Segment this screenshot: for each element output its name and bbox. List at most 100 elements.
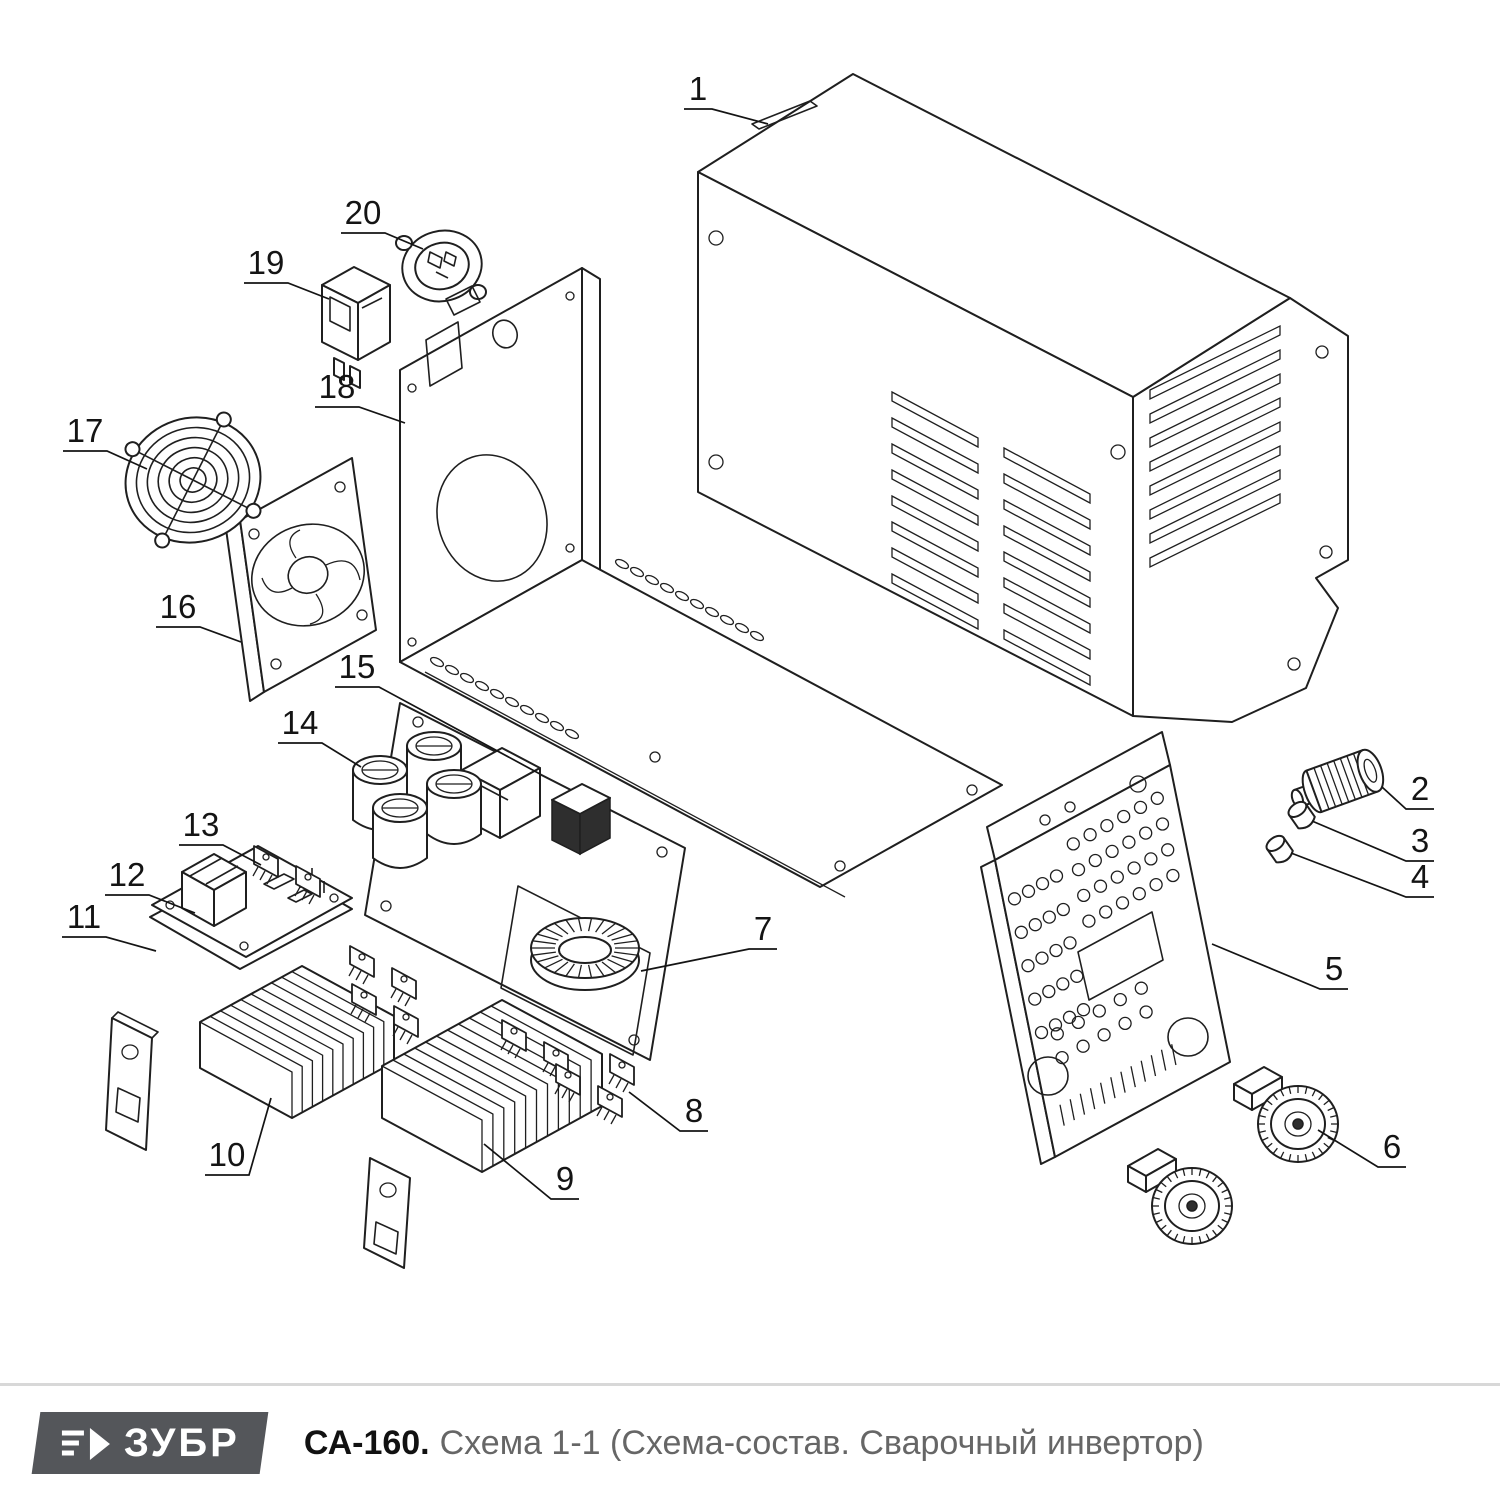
heatsink-fin: [414, 1047, 516, 1154]
perforation-hole: [1134, 981, 1148, 995]
heatsink-fin: [220, 1010, 314, 1107]
callout-14-leader: [278, 742, 362, 768]
callout-20-leader: [341, 232, 424, 250]
perforation-hole: [1093, 879, 1108, 893]
callout-17-label: 17: [67, 412, 104, 449]
perforation-hole: [1105, 844, 1119, 859]
heatsink-fin: [447, 1029, 549, 1136]
heatsink-fin: [199, 1021, 293, 1118]
heatsink-fin: [281, 976, 375, 1074]
perforation-hole: [1035, 951, 1049, 965]
capacitor: [372, 793, 428, 869]
louver-slot: [1149, 468, 1281, 545]
panel-slit: [1079, 1093, 1086, 1115]
callout-11-leader: [62, 936, 157, 952]
part-power-inlet: [395, 229, 487, 316]
callout-18-label: 18: [319, 368, 356, 405]
callout-4-leader: [1290, 852, 1434, 898]
heatsink-fin: [240, 999, 334, 1096]
perforation-hole: [1144, 852, 1158, 866]
perforation-hole: [1049, 943, 1063, 958]
perforation-hole: [1021, 959, 1035, 973]
callout-19-label: 19: [248, 244, 285, 281]
perforation-hole: [1070, 969, 1084, 983]
panel-slit: [1110, 1077, 1116, 1099]
vent-hole: [674, 590, 690, 602]
dinse-connector: [1233, 1066, 1339, 1163]
callout-9-leader: [483, 1143, 579, 1200]
part-heatsink-10: [199, 965, 395, 1119]
callout-12-label: 12: [109, 856, 146, 893]
part-bracket-left: [105, 1011, 159, 1151]
part-front-panel: [980, 731, 1231, 1165]
perforation-hole: [1042, 984, 1056, 999]
callout-5-leader: [1211, 943, 1348, 990]
panel-slit: [1069, 1099, 1075, 1121]
callout-8-leader: [628, 1091, 708, 1132]
panel-slit: [1150, 1055, 1157, 1077]
callout-12-leader: [105, 894, 196, 914]
vent-hole: [429, 656, 445, 668]
heatsink-fin: [291, 971, 385, 1068]
vent-hole: [534, 712, 550, 724]
heatsink-fin: [403, 1053, 505, 1160]
louver-slot: [891, 520, 979, 579]
louver-slot: [1003, 550, 1091, 609]
callout-13-leader: [179, 844, 262, 866]
perforation-hole: [1097, 1028, 1111, 1042]
perforation-hole: [1113, 992, 1127, 1007]
perforation-hole: [1092, 1004, 1106, 1018]
louver-slot: [891, 546, 979, 605]
panel-slit: [1099, 1082, 1106, 1104]
heatsink-fin: [381, 1065, 483, 1172]
louver-slot: [1003, 602, 1091, 661]
heatsink-fin: [425, 1041, 527, 1148]
perforation-hole: [1118, 1016, 1132, 1031]
callout-6-label: 6: [1383, 1128, 1401, 1165]
perforation-hole: [1110, 870, 1124, 884]
transistor-to220: [348, 945, 375, 985]
callout-20-label: 20: [345, 194, 382, 231]
perforation-hole: [1042, 910, 1056, 924]
perforation-hole: [1139, 1005, 1153, 1019]
perforation-hole: [1076, 1003, 1091, 1017]
callout-10-leader: [205, 1097, 272, 1176]
part-toroid-inductor: [530, 917, 640, 991]
heatsink-fin: [250, 993, 344, 1090]
perforation-hole: [1082, 914, 1096, 928]
louver-slot: [1149, 396, 1281, 473]
perforation-hole: [1155, 817, 1170, 831]
perforation-hole: [1034, 1025, 1049, 1040]
part-fan-grille: [124, 411, 262, 549]
louver-slot: [891, 390, 979, 449]
zubr-bison-icon: [61, 1427, 110, 1459]
callout-11-label: 11: [67, 898, 101, 935]
part-cap-4: [1265, 834, 1294, 864]
callout-14-label: 14: [282, 704, 319, 741]
heatsink-fin: [260, 987, 354, 1085]
vent-hole: [659, 582, 675, 594]
part-knob: [1290, 748, 1385, 814]
panel-slit: [1089, 1088, 1096, 1110]
perforation-hole: [1115, 896, 1130, 910]
part-cap-3: [1287, 800, 1316, 830]
vent-hole: [749, 630, 765, 642]
vent-hole: [444, 664, 460, 676]
louver-slot: [891, 442, 979, 501]
louver-slot: [1149, 324, 1281, 401]
perforation-hole: [1166, 868, 1180, 883]
callout-19-leader: [244, 282, 330, 300]
transistor-to220: [608, 1053, 635, 1093]
perforation-hole: [1071, 862, 1086, 877]
perforation-hole: [1028, 918, 1042, 932]
perforation-hole: [1139, 826, 1153, 840]
louver-slot: [1149, 444, 1281, 521]
panel-slit: [1140, 1060, 1147, 1082]
vent-hole: [459, 672, 475, 684]
vent-hole: [719, 614, 735, 626]
louver-slot: [1003, 498, 1091, 557]
part-bracket-right: [363, 1157, 411, 1269]
heatsink-fin: [490, 1005, 592, 1112]
transistor-to220: [390, 967, 417, 1007]
zubr-logo: ЗУБР: [31, 1412, 269, 1474]
